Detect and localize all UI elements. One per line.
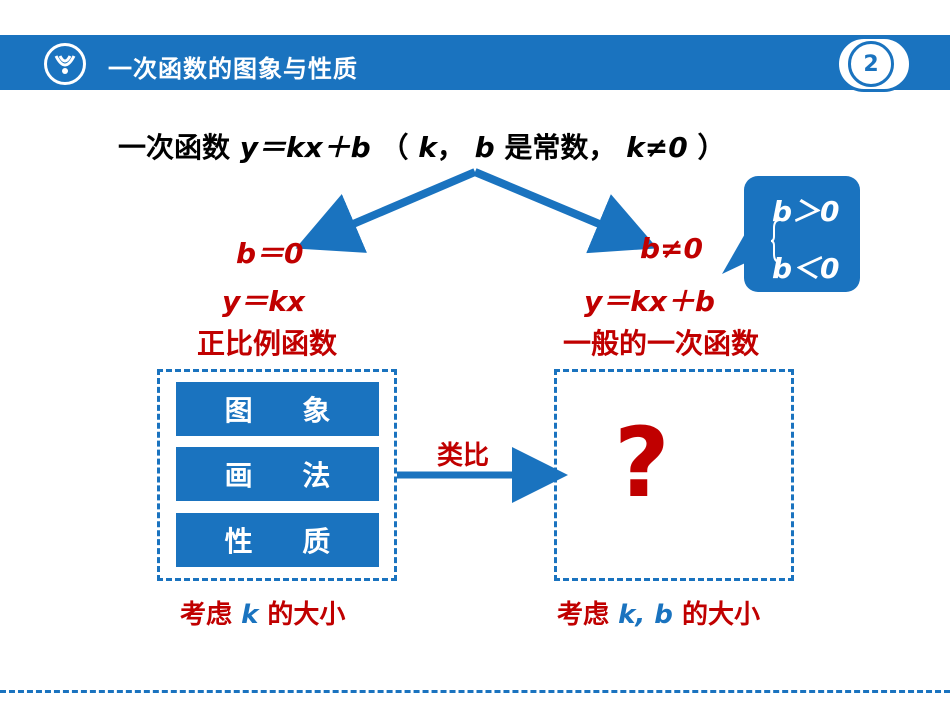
- paren-close: ）: [687, 131, 726, 164]
- definition-line: 一次函数 y＝kx＋b （ k， b 是常数， k≠0 ）: [118, 126, 725, 166]
- page-number: 2: [848, 41, 894, 87]
- consider-left-suffix: 的大小: [258, 600, 346, 630]
- left-dashed-box: [157, 369, 397, 581]
- analogy-label: 类比: [437, 441, 490, 471]
- paren-open: （: [370, 131, 419, 164]
- consider-left-var: k: [241, 600, 259, 630]
- page-title: 一次函数的图象与性质: [108, 55, 358, 83]
- left-formula: y＝kx: [222, 285, 305, 318]
- question-mark: ?: [614, 407, 670, 519]
- header-bar: [0, 35, 950, 90]
- callout-b-negative: b＜0: [772, 252, 840, 285]
- consider-right-prefix: 考虑: [557, 600, 619, 630]
- right-condition: b≠0: [640, 232, 703, 265]
- right-function-name: 一般的一次函数: [563, 327, 760, 360]
- definition-desc: 是常数，: [494, 131, 627, 164]
- properties-button[interactable]: 性 质: [176, 513, 379, 567]
- definition-formula: y＝kx＋b: [239, 131, 371, 164]
- consider-left: 考虑 k 的大小: [180, 594, 345, 631]
- arrow-right-down-icon: [473, 168, 658, 254]
- arrow-left-down-icon: [295, 168, 477, 253]
- right-formula: y＝kx＋b: [584, 285, 715, 318]
- consider-right-var: k, b: [618, 600, 673, 630]
- right-dashed-box: [554, 369, 794, 581]
- consider-right: 考虑 k, b 的大小: [557, 594, 760, 631]
- left-function-name: 正比例函数: [197, 327, 338, 360]
- var-b: b: [474, 131, 495, 164]
- consider-right-suffix: 的大小: [672, 600, 760, 630]
- definition-prefix: 一次函数: [118, 131, 240, 164]
- callout-box: [744, 176, 860, 292]
- school-logo-icon: [44, 43, 86, 85]
- definition-condition: k≠0: [626, 131, 688, 164]
- brace-icon: [770, 219, 781, 263]
- comma: ，: [436, 131, 475, 164]
- graph-button[interactable]: 图 象: [176, 382, 379, 436]
- callout-b-positive: b＞0: [772, 195, 840, 228]
- left-condition: b＝0: [236, 237, 304, 270]
- var-k: k: [418, 131, 437, 164]
- drawing-method-button[interactable]: 画 法: [176, 447, 379, 501]
- consider-left-prefix: 考虑: [180, 600, 242, 630]
- bottom-divider: [0, 690, 950, 693]
